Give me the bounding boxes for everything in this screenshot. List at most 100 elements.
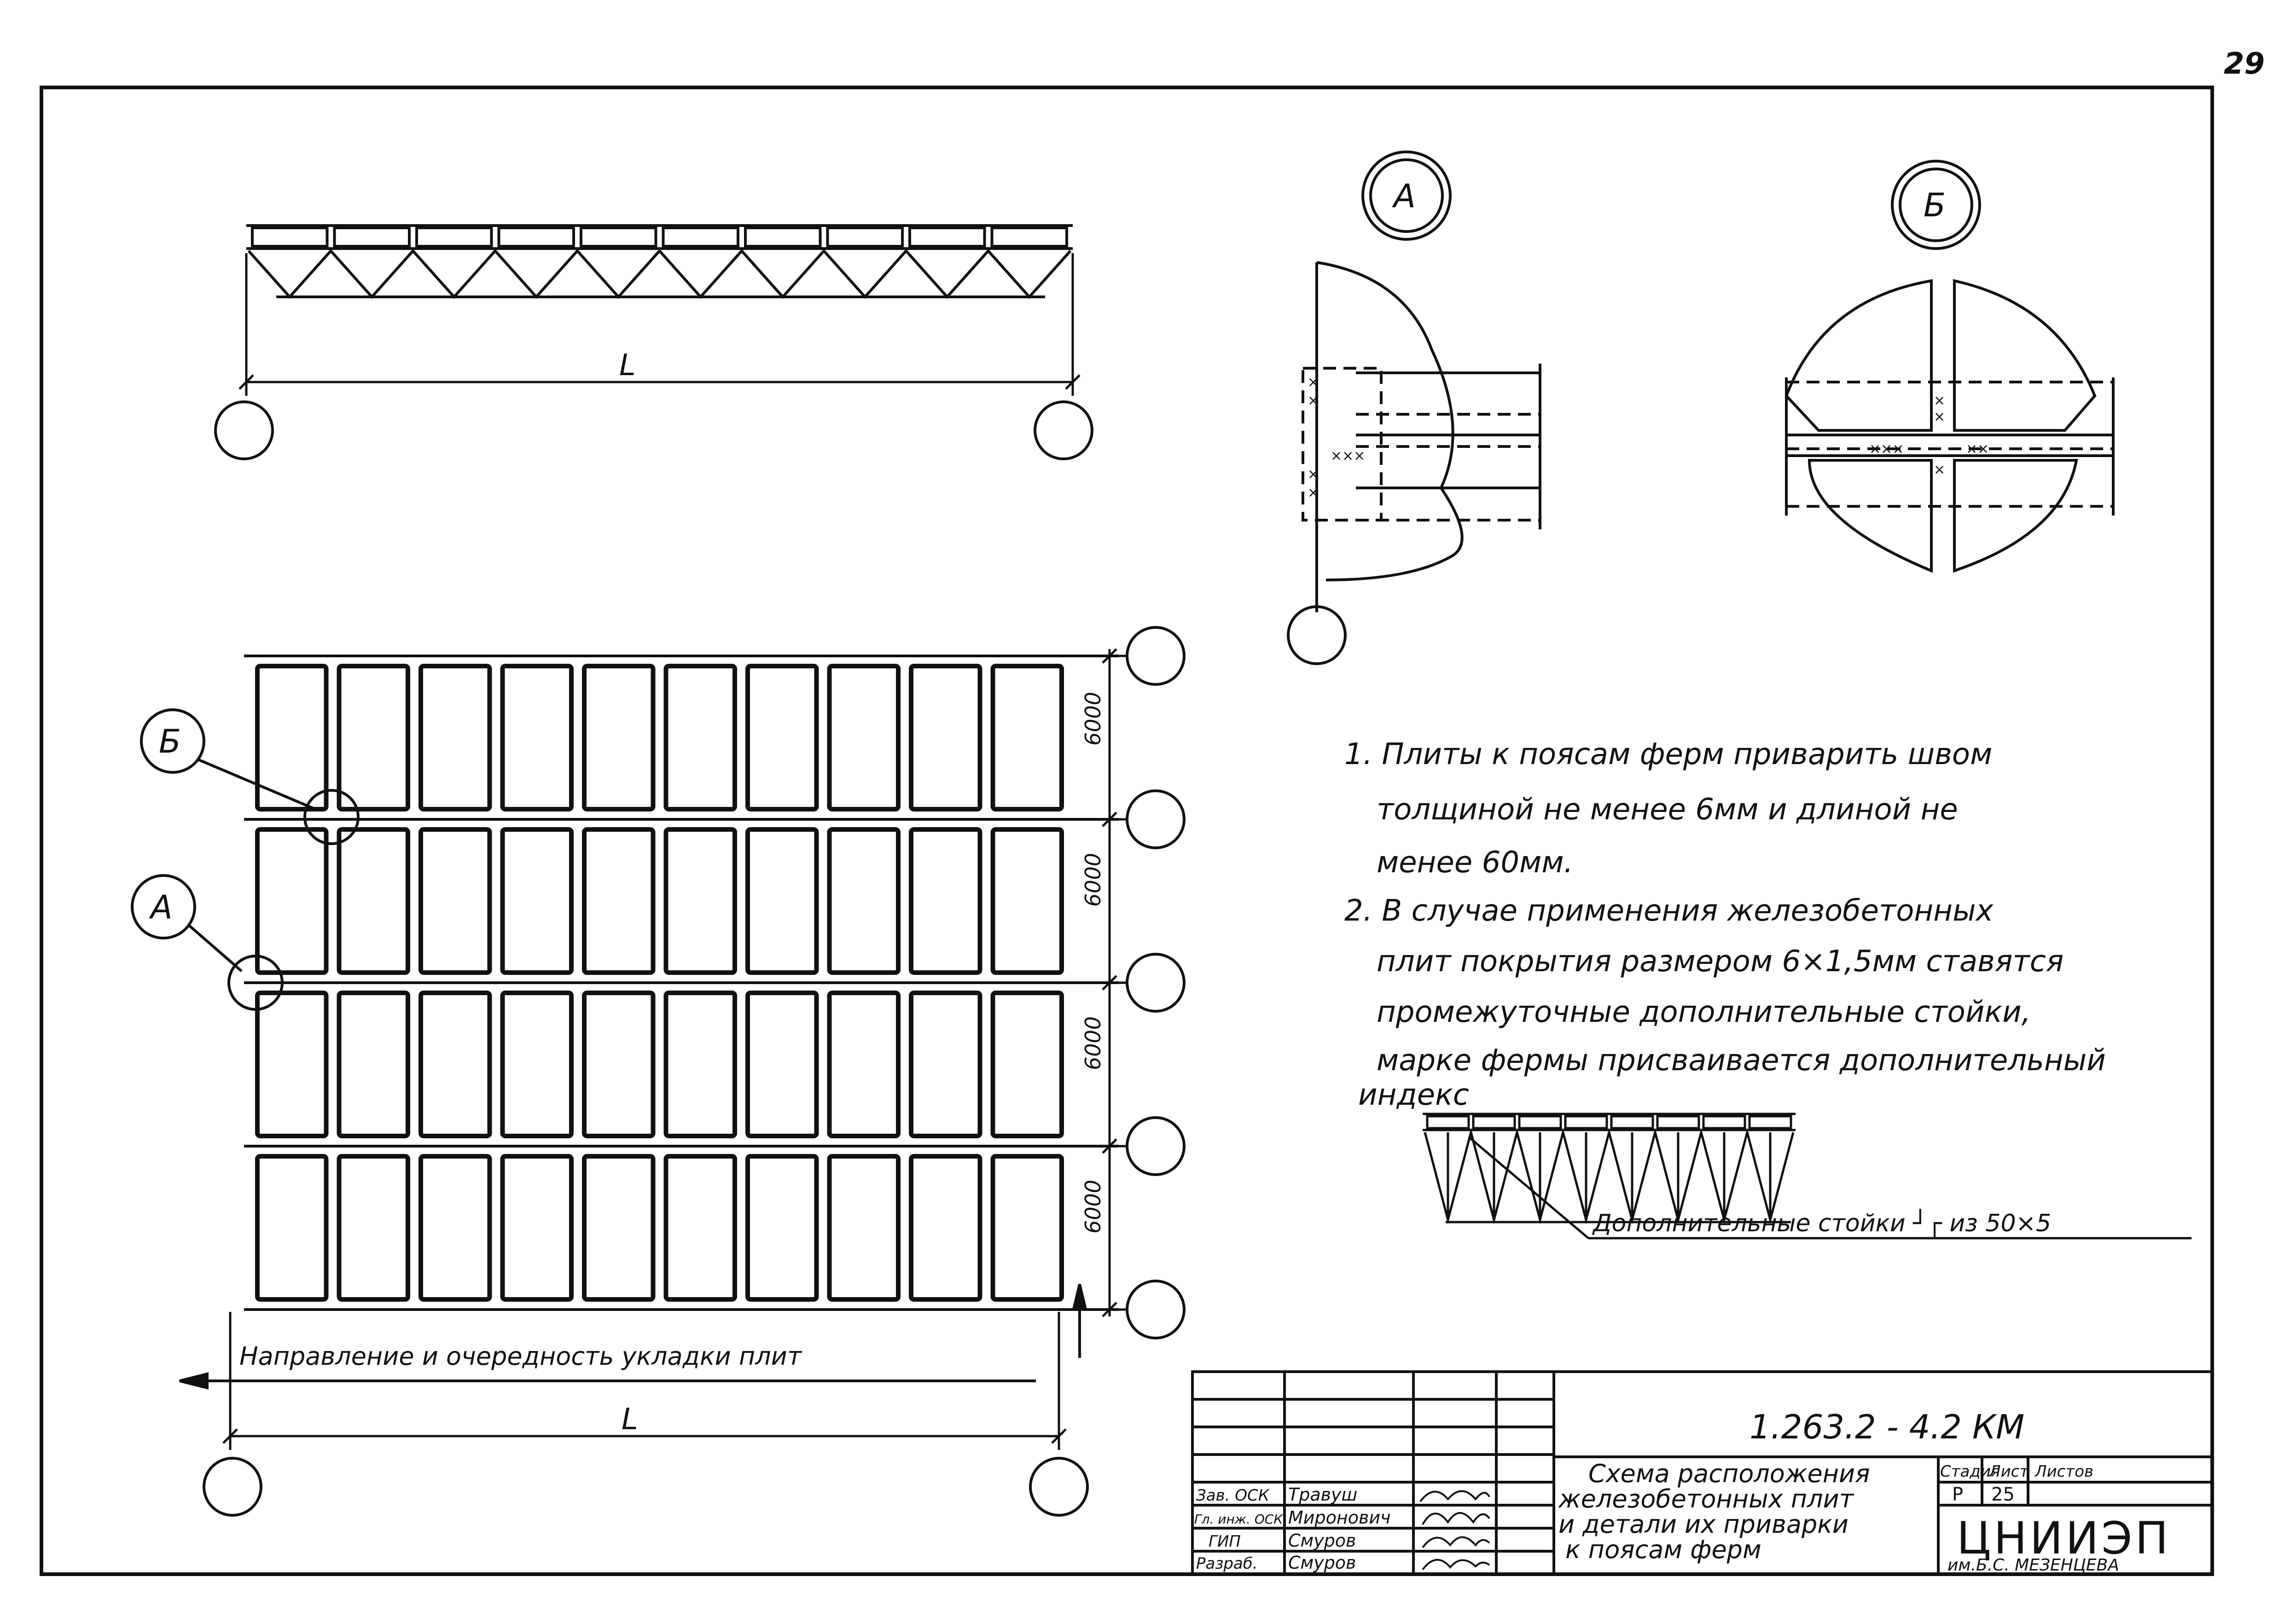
detail-b-label: Б <box>1924 186 1946 224</box>
callout-a-label: А <box>149 888 173 926</box>
bay-dim-4: 6000 <box>1081 1180 1105 1234</box>
detail-a-label: А <box>1392 177 1416 215</box>
mini-slab <box>1472 1115 1516 1130</box>
callout-a <box>131 874 284 1011</box>
plan-slab <box>582 991 656 1138</box>
svg-text:×: × <box>1308 485 1319 501</box>
plan-slab <box>419 991 492 1138</box>
staff-name-1: Травуш <box>1288 1484 1357 1505</box>
mini-slab <box>1426 1115 1470 1130</box>
callout-b-label: Б <box>159 723 181 760</box>
plan-slab <box>827 991 901 1138</box>
plan-slab <box>419 1154 492 1302</box>
staff-name-3: Смуров <box>1288 1530 1356 1551</box>
plan-slab <box>990 664 1064 812</box>
title-line2: железобетонных плит <box>1558 1484 1854 1513</box>
elevation-slab <box>662 226 739 248</box>
elevation-axis-bubble-right <box>1034 400 1093 460</box>
title-line3: и детали их приварки <box>1558 1510 1848 1539</box>
svg-text:×××: ××× <box>1869 441 1904 457</box>
note2-line2: плит покрытия размером 6×1,5мм ставятся <box>1377 945 2063 979</box>
plan-slab <box>255 991 329 1138</box>
note1-line2: толщиной не менее 6мм и длиной не <box>1377 793 1958 827</box>
staff-role-3: ГИП <box>1209 1532 1241 1551</box>
axis-bubble <box>1126 789 1186 849</box>
dimension-tick <box>1102 812 1117 827</box>
elevation-slab <box>333 226 411 248</box>
elevation-slab <box>990 226 1068 248</box>
plan-slab <box>663 664 737 812</box>
axis-bubble <box>1126 1280 1186 1339</box>
signatures <box>1419 1490 1490 1571</box>
plan-slab <box>745 1154 819 1302</box>
plan-slab <box>255 1154 329 1302</box>
org-name: ЦНИИЭП <box>1957 1513 2171 1564</box>
callout-b <box>140 708 360 845</box>
plan-slab <box>745 827 819 975</box>
plan-slab <box>663 1154 737 1302</box>
mini-slab <box>1656 1115 1700 1130</box>
org-subtitle: им.Б.С. МЕЗЕНЦЕВА <box>1947 1556 2119 1575</box>
plan-axis-bubble-bottom-left <box>203 1457 262 1517</box>
plan-slab <box>990 991 1064 1138</box>
detail-b: × × ××× ×× × <box>1784 160 2115 573</box>
stage-value: Р <box>1952 1484 1963 1505</box>
mini-truss-web <box>1424 1128 1795 1224</box>
notes: 1. Плиты к поясам ферм приварить швом то… <box>1344 737 2106 1112</box>
mini-slab <box>1748 1115 1792 1130</box>
plan-slab <box>990 1154 1064 1302</box>
plan-slab <box>827 664 901 812</box>
axis-bubble <box>1126 953 1186 1013</box>
plan-axis-bubble-bottom-right <box>1029 1457 1089 1517</box>
elevation-slab <box>908 226 986 248</box>
title-line1: Схема расположения <box>1588 1459 1870 1488</box>
dimension-tick <box>1102 1302 1117 1317</box>
plan-axis-bubbles <box>1126 626 1186 1339</box>
mini-slab <box>1518 1115 1562 1130</box>
bay-dim-2: 6000 <box>1081 853 1105 907</box>
axis-bubble <box>1126 626 1186 686</box>
extra-posts-label: Дополнительные стойки ┘┌ из 50×5 <box>1592 1209 2051 1237</box>
plan-slab <box>990 827 1064 975</box>
truss-extra-posts-sketch <box>1423 1113 2191 1240</box>
title-block <box>1191 1370 2214 1576</box>
detail-a: × × × × ××× <box>1287 151 1541 665</box>
plan-slab <box>500 664 574 812</box>
plan-slab <box>419 664 492 812</box>
staff-role-2: Гл. инж. ОСК <box>1194 1512 1283 1527</box>
plan-slab <box>582 664 656 812</box>
plan-slab <box>909 664 982 812</box>
plan-slab <box>500 1154 574 1302</box>
elevation-slab <box>415 226 493 248</box>
sheet-value: 25 <box>1991 1484 2015 1505</box>
plan-slab <box>255 664 329 812</box>
plan-slab <box>500 991 574 1138</box>
plan-slab <box>500 827 574 975</box>
elevation-span-dimension <box>238 253 1081 396</box>
plan-slab <box>827 1154 901 1302</box>
elevation-slab <box>580 226 657 248</box>
dimension-tick <box>1102 975 1117 991</box>
page-number: 29 <box>2224 47 2265 81</box>
plan-slab <box>337 991 410 1138</box>
plan-slab <box>909 827 982 975</box>
plan-slab <box>827 827 901 975</box>
truss-elevation <box>246 224 1073 299</box>
staff-name-4: Смуров <box>1288 1553 1356 1573</box>
plan-span-dimension <box>222 1312 1067 1450</box>
elevation-slab <box>744 226 822 248</box>
plan-slab <box>582 1154 656 1302</box>
slab-plan <box>244 655 1119 1311</box>
dimension-tick <box>1102 1138 1117 1154</box>
svg-text:×: × <box>1934 409 1945 425</box>
note1-line1: 1. Плиты к поясам ферм приварить швом <box>1344 737 1992 771</box>
mini-slab <box>1610 1115 1654 1130</box>
plan-slab <box>337 827 410 975</box>
truss-web <box>247 249 1072 299</box>
plan-slab <box>663 827 737 975</box>
plan-slab <box>337 664 410 812</box>
svg-text:×: × <box>1308 393 1319 409</box>
note2-line4: марке фермы присваивается дополнительный <box>1377 1043 2106 1078</box>
note1-line3: менее 60мм. <box>1377 846 1573 880</box>
